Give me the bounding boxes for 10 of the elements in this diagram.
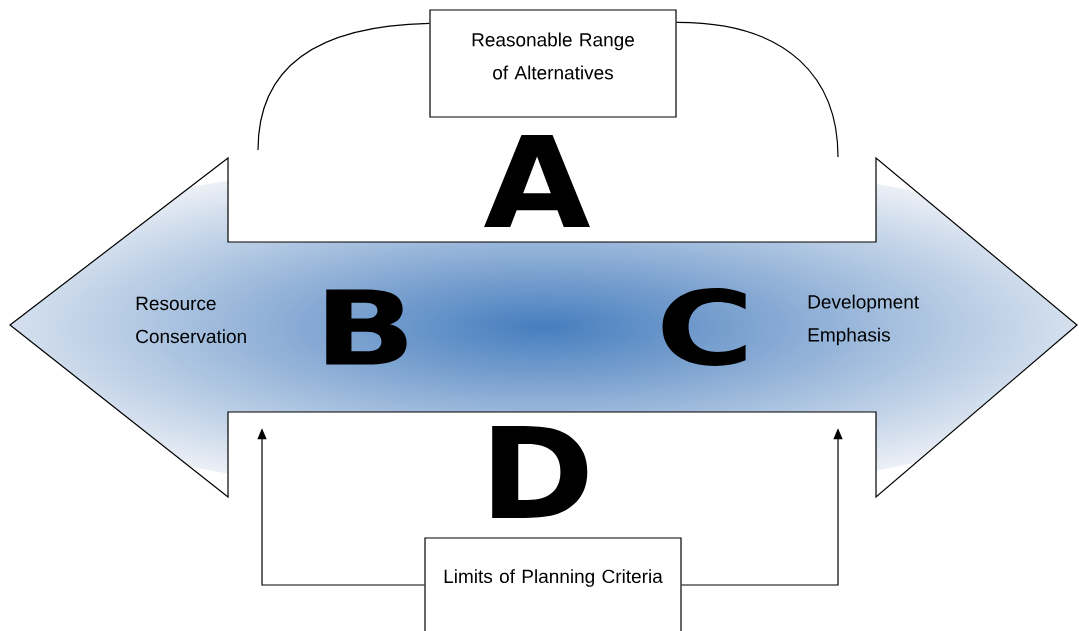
big-letter: C <box>662 288 746 366</box>
arc-line <box>257 22 430 151</box>
arc-line <box>676 21 839 158</box>
big-letter: B <box>326 289 407 365</box>
text-box: Reasonable Range of Alternatives <box>429 9 677 118</box>
arrow-label: Resource Conservation <box>136 296 246 344</box>
arrow-label: Development Emphasis <box>808 294 919 346</box>
text-box: Limits of Planning Criteria <box>424 537 682 631</box>
big-letter: D <box>492 426 588 518</box>
big-letter: A <box>484 135 590 227</box>
